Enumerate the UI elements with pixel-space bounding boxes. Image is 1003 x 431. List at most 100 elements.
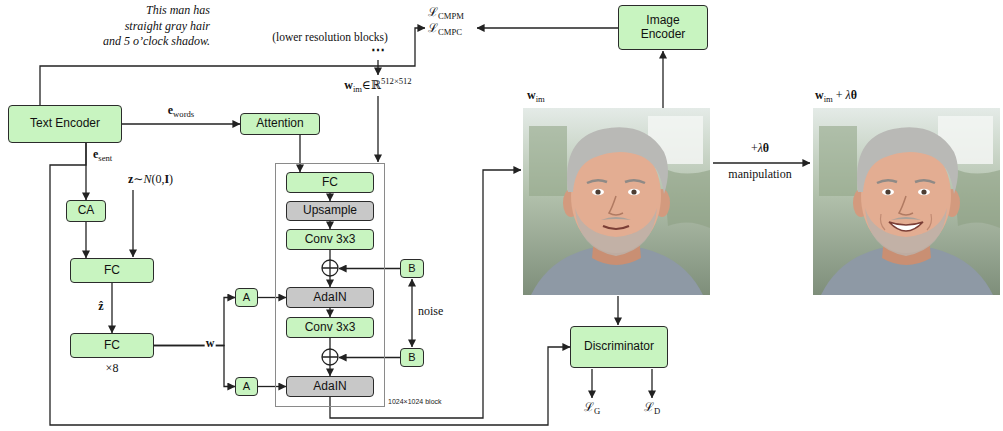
box-label: Upsample — [303, 204, 357, 218]
text-run: im — [824, 94, 833, 104]
noise-wire — [411, 279, 412, 347]
manipulation-arrow — [713, 162, 810, 163]
sum-symbol — [322, 349, 338, 365]
box-label: AdaIN — [313, 291, 346, 305]
encoder-wire — [662, 51, 663, 108]
connector-arrow — [258, 386, 286, 387]
process-box: CA — [66, 200, 106, 222]
loss-wire — [651, 369, 652, 398]
connector-arrow — [329, 308, 330, 317]
repeat-count: ×8 — [106, 361, 119, 376]
edge-label: ẑ — [97, 299, 104, 314]
math-label: w — [205, 336, 216, 351]
box-label: Conv 3x3 — [305, 233, 356, 247]
ellipsis-mark: ⋯ — [371, 44, 385, 58]
arrow-label: manipulation — [728, 167, 791, 182]
text-run: im — [353, 84, 362, 94]
input-caption: This man has straight gray hair and 5 o’… — [103, 3, 210, 50]
affine-box: A — [235, 288, 258, 307]
loss-wire — [591, 369, 592, 398]
text-run: ∼ — [133, 172, 143, 186]
discriminator-box: Discriminator — [570, 326, 668, 368]
conv-box: Conv 3x3 — [286, 317, 374, 338]
noise-box: B — [400, 259, 424, 278]
note-text: (lower resolution blocks) — [272, 30, 388, 44]
text-run: λ — [846, 88, 851, 102]
sum-symbol — [322, 349, 338, 365]
text-run: w — [344, 78, 353, 92]
text-run: e — [168, 103, 173, 117]
connector-arrow — [154, 346, 235, 387]
sum-symbol — [322, 260, 338, 276]
text-run: w — [527, 88, 536, 102]
noise-wire — [339, 268, 400, 269]
text-run: (0, — [151, 172, 164, 186]
edge-label: ewords — [167, 103, 195, 120]
text-run: e — [93, 147, 98, 161]
text-run: I — [164, 172, 169, 186]
math-label: wim — [527, 88, 545, 105]
loss-label: ℒG — [584, 400, 600, 417]
connector-group — [50, 124, 570, 425]
connector-arrow — [329, 221, 330, 229]
process-box: FC — [70, 258, 154, 283]
box-label: FC — [104, 339, 120, 353]
text-run: ℒ — [644, 400, 654, 414]
text-run: θ — [851, 88, 857, 102]
connector-arrow — [85, 222, 86, 258]
text-run: ℒ — [584, 400, 594, 414]
text-run: im — [536, 94, 545, 104]
box-label: Conv 3x3 — [305, 321, 356, 335]
face-photo — [813, 108, 1000, 295]
smile-lines — [881, 214, 932, 230]
encoder-box: Text Encoder — [8, 105, 122, 143]
connector-arrow — [154, 298, 235, 346]
text-run: and 5 o’clock shadow. — [103, 34, 210, 48]
box-label: Discriminator — [584, 340, 654, 354]
image-wire — [617, 296, 618, 325]
noise-wire — [339, 357, 400, 358]
box-label: CA — [78, 204, 95, 218]
loss-label: ℒCMPC — [428, 21, 462, 38]
text-run: N — [143, 172, 151, 186]
loss-label: ℒD — [644, 400, 660, 417]
face-image-original — [523, 108, 710, 295]
text-run: w — [206, 336, 215, 350]
connector-arrow — [258, 297, 286, 298]
text-run: sent — [98, 153, 112, 163]
loss-wire — [40, 28, 425, 105]
text-run: z — [128, 172, 133, 186]
noise-wire — [132, 190, 133, 257]
face-photo — [523, 108, 710, 295]
box-label: B — [408, 262, 415, 275]
text-run: + — [833, 88, 846, 102]
connector-arrow — [122, 123, 240, 124]
text-run: straight gray hair — [125, 19, 210, 33]
affine-box: A — [235, 377, 258, 396]
text-run: ∈ℝ — [362, 78, 381, 92]
loss-label: ℒCMPM — [428, 5, 464, 22]
box-label: FC — [322, 176, 338, 190]
adain-box: AdaIN — [286, 287, 374, 308]
text-run: CMPC — [438, 27, 462, 37]
wire-group — [40, 28, 810, 418]
box-label: Attention — [256, 117, 303, 131]
process-box: FC — [286, 172, 374, 193]
connector-arrow — [329, 193, 330, 201]
connector-arrow — [50, 143, 570, 425]
text-run: This man has — [146, 3, 210, 17]
text-run: ℒ — [428, 21, 438, 35]
loss-wire — [477, 27, 620, 28]
math-label: +λθ — [751, 141, 769, 156]
box-label: B — [408, 351, 415, 364]
box-label: FC — [104, 264, 120, 278]
text-run: 512×512 — [381, 76, 412, 86]
feature-wire — [377, 96, 378, 162]
face-image-manipulated — [813, 108, 1000, 295]
box-label: Image Encoder — [624, 14, 702, 42]
text-run: λ — [758, 141, 763, 155]
block-frame: 1024×1024 blockFCUpsampleConv 3x3AdaINCo… — [275, 163, 385, 407]
